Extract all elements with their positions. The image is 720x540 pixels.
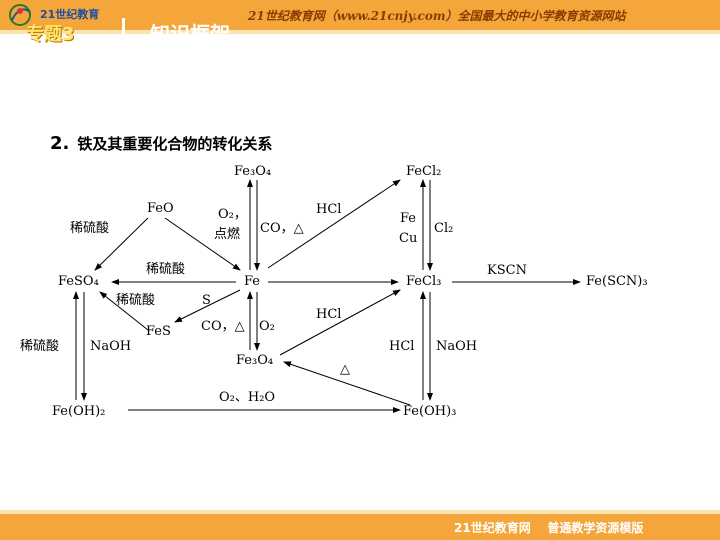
cond-cl2: Cl₂ — [434, 221, 454, 236]
arrow-feo-to-fe — [164, 217, 241, 271]
cond-co-delta-top: CO，△ — [260, 221, 304, 236]
cond-o2-h2o: O₂、H₂O — [219, 390, 276, 405]
arrow-fe-to-fecl2 — [267, 179, 401, 269]
node-fe3o4-mid: Fe₃O₄ — [236, 353, 274, 368]
cond-xiliusuan-feo: 稀硫酸 — [70, 221, 110, 236]
arrow-feo-to-feso4 — [94, 217, 149, 271]
cond-kscn: KSCN — [487, 263, 527, 278]
cond-naoh-left: NaOH — [90, 339, 132, 354]
cond-cu: Cu — [399, 231, 418, 246]
footer-text: 21世纪教育网 普通教学资源模版 — [454, 521, 644, 535]
node-feoh3: Fe(OH)₃ — [403, 404, 457, 419]
header-bar — [0, 0, 720, 30]
cond-dianran: 点燃 — [214, 227, 241, 242]
heading-title: 铁及其重要化合物的转化关系 — [77, 135, 273, 153]
node-fecl3: FeCl₃ — [406, 274, 442, 289]
page-heading: 2. 铁及其重要化合物的转化关系 — [50, 133, 272, 154]
header-strip — [0, 30, 720, 34]
cond-naoh-right: NaOH — [436, 339, 478, 354]
footer-bar — [0, 514, 720, 540]
cond-fe: Fe — [400, 211, 417, 226]
cond-o2-mid: O₂ — [259, 319, 275, 334]
node-feso4: FeSO₄ — [58, 274, 99, 289]
cond-hcl-mid: HCl — [316, 307, 342, 322]
node-feo: FeO — [147, 201, 174, 216]
footer-strip — [0, 510, 720, 514]
cond-o2: O₂， — [218, 207, 247, 222]
node-fe: Fe — [244, 274, 261, 289]
arrow-fe-to-fes — [174, 289, 241, 323]
cond-xiliusuan-fes: 稀硫酸 — [116, 293, 156, 308]
heading-number: 2. — [50, 133, 70, 154]
site-banner: 21世纪教育网（www.21cnjy.com）全国最大的中小学教育资源网站 — [248, 9, 626, 23]
cond-hcl-right: HCl — [389, 339, 415, 354]
section-title: 知识框架 — [150, 22, 230, 34]
logo-icon — [9, 4, 31, 26]
arrow-fe3o4mid-to-fecl3 — [279, 289, 401, 356]
node-fes: FeS — [146, 324, 171, 339]
node-fecl2: FeCl₂ — [406, 164, 442, 179]
node-fe3o4-top: Fe₃O₄ — [234, 164, 272, 179]
header-separator — [122, 18, 125, 36]
node-feoh2: Fe(OH)₂ — [52, 404, 106, 419]
node-fescn3: Fe(SCN)₃ — [586, 274, 648, 289]
cond-s: S — [202, 293, 211, 308]
arrow-feoh3-to-fe3o4mid — [283, 361, 411, 406]
cond-hcl-top: HCl — [316, 202, 342, 217]
cond-co-delta-mid: CO，△ — [201, 319, 245, 334]
arrow-fes-to-feso4 — [99, 291, 149, 331]
cond-xiliusuan-left: 稀硫酸 — [20, 339, 60, 354]
cond-delta: △ — [340, 362, 350, 377]
logo-text: 21世纪教育 — [40, 8, 100, 21]
cond-xiliusuan-fe: 稀硫酸 — [146, 262, 186, 277]
topic-ribbon: 专题3 — [26, 24, 75, 45]
